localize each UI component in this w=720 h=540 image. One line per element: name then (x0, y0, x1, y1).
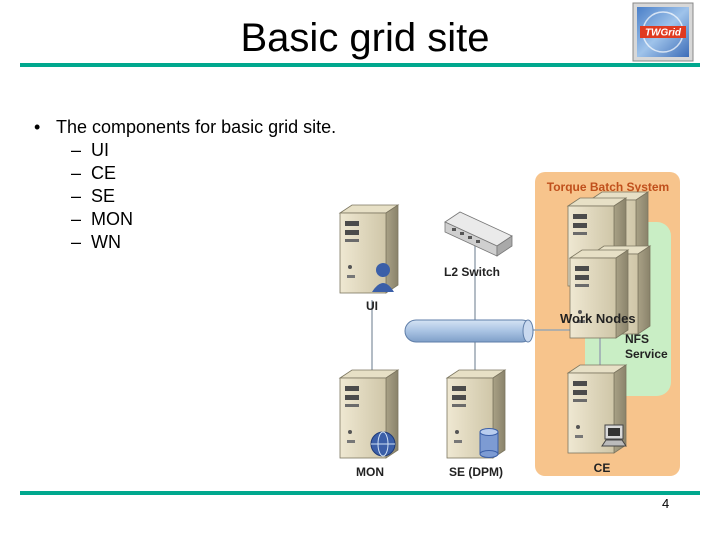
slide-title: Basic grid site (240, 16, 490, 60)
ce-label: CE (594, 461, 611, 475)
work-nodes-label: Work Nodes (560, 311, 636, 326)
bullet-sub-se: –SE (71, 186, 116, 206)
page-number: 4 (662, 496, 670, 511)
mon-label: MON (356, 465, 384, 479)
nfs-label-line1: NFS (625, 332, 649, 346)
ce-server-icon (567, 364, 627, 454)
bullet-list: • The components for basic grid site. –U… (34, 116, 336, 254)
bullet-sub-wn: –WN (71, 232, 121, 252)
torque-label: Torque Batch System (547, 180, 669, 194)
mon-server-icon (339, 369, 399, 459)
bullet-sub-ui: –UI (71, 140, 109, 160)
bullet-sub-text: MON (91, 209, 133, 229)
bullet-sub-text: SE (91, 186, 116, 206)
bullet-dot: • (34, 117, 41, 137)
ui-server-icon (339, 204, 399, 294)
ui-label: UI (366, 299, 378, 313)
se-server-icon (446, 369, 506, 459)
switch-label: L2 Switch (444, 265, 500, 279)
bullet-main: • The components for basic grid site. (34, 116, 336, 139)
network-bus (404, 319, 534, 343)
bullet-sub-text: CE (91, 163, 117, 183)
se-label: SE (DPM) (449, 465, 503, 479)
bullet-sub-mon: –MON (71, 209, 133, 229)
bullet-main-text: The components for basic grid site. (56, 117, 337, 137)
bullet-sub-ce: –CE (71, 163, 117, 183)
svg-text:TWGrid: TWGrid (645, 28, 682, 39)
footer-divider (20, 491, 700, 495)
twgrid-logo: TWGrid (632, 2, 694, 62)
bullet-sub-text: WN (91, 232, 121, 252)
bullet-sub-text: UI (91, 140, 109, 160)
grid-site-diagram: Torque Batch System NFS Service L2 Switc… (300, 165, 700, 485)
title-divider (20, 63, 700, 67)
nfs-label-line2: Service (625, 347, 668, 361)
l2-switch-icon (444, 211, 513, 257)
